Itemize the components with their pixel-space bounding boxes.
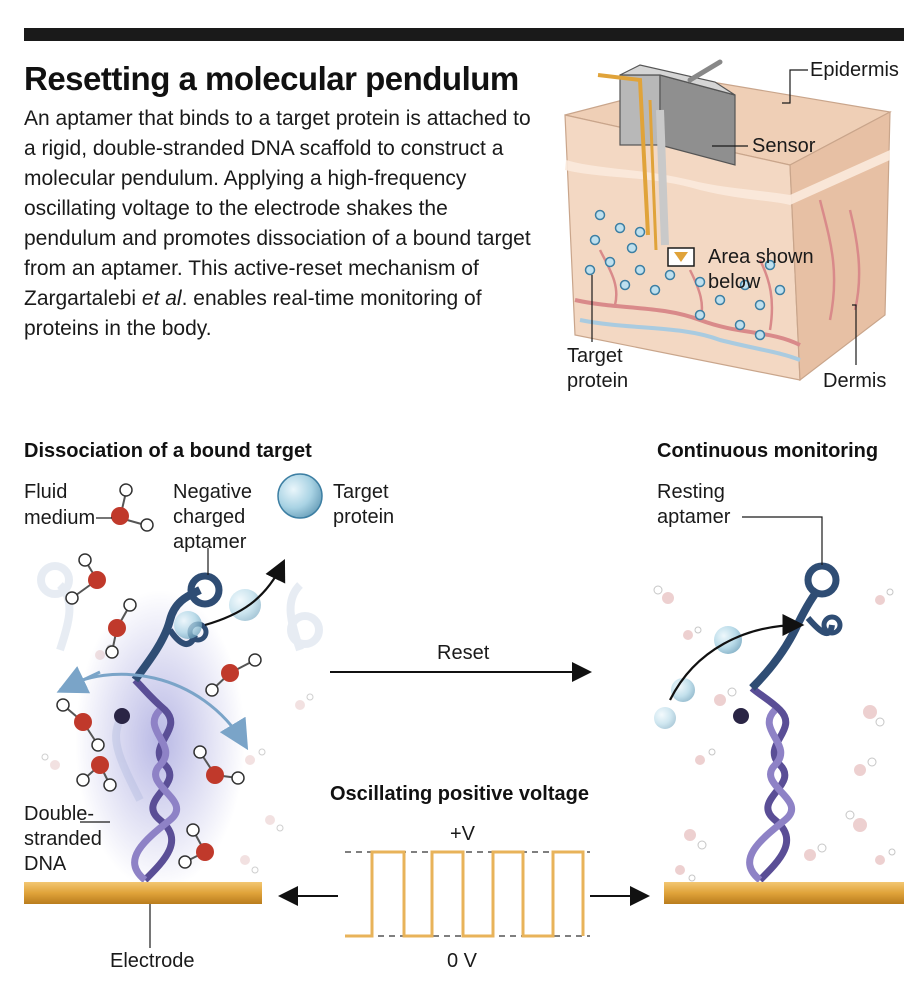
approaching-protein-1 xyxy=(654,707,676,729)
target-label-1: Target xyxy=(333,481,389,503)
dna-label-1: Double- xyxy=(24,803,95,825)
sensor-label: Sensor xyxy=(752,135,816,157)
fluid-label-1: Fluid xyxy=(24,481,68,503)
electrode-label: Electrode xyxy=(110,950,195,972)
epidermis-label: Epidermis xyxy=(810,59,899,81)
left-scene xyxy=(24,473,323,948)
dna-helix-right xyxy=(746,685,796,883)
epidermis-leader xyxy=(782,69,808,104)
released-protein xyxy=(229,589,261,621)
top-rule xyxy=(24,28,904,41)
approaching-protein-2 xyxy=(671,678,695,702)
release-arrow xyxy=(204,559,286,627)
dna-label-3: DNA xyxy=(24,853,67,875)
intro-text-end: . enables real-time monitoring of protei… xyxy=(24,287,482,340)
rebinding-arrow xyxy=(669,614,805,701)
skin-right-face xyxy=(789,110,891,382)
left-electrode xyxy=(24,882,262,904)
plus-v-label: +V xyxy=(450,823,476,845)
aptamer-label-1: Negative xyxy=(173,481,252,503)
capillaries-right xyxy=(818,199,861,321)
swing-arrow-left xyxy=(56,666,101,694)
right-electrode xyxy=(664,882,904,904)
intro-text-main: An aptamer that binds to a target protei… xyxy=(24,107,531,310)
resting-aptamer-strand xyxy=(749,562,843,691)
target-protein-label-1: Target xyxy=(567,345,623,367)
anchor-group xyxy=(114,708,130,724)
dissociation-heading: Dissociation of a bound target xyxy=(24,440,312,462)
aptamer-label-3: aptamer xyxy=(173,531,247,553)
lymph-vessel xyxy=(579,318,801,362)
monitoring-heading: Continuous monitoring xyxy=(657,440,879,462)
tissue-proteins xyxy=(584,209,786,341)
skin-block xyxy=(564,59,892,382)
dermis-leader xyxy=(852,304,857,365)
resting-label-2: aptamer xyxy=(657,506,731,528)
sensor-device xyxy=(597,59,736,251)
right-scene xyxy=(653,516,904,904)
resting-label-1: Resting xyxy=(657,481,725,503)
intro-italic: et al xyxy=(141,287,182,310)
zero-v-label: 0 V xyxy=(447,950,478,972)
epidermis-layer xyxy=(565,150,890,205)
dna-label-2: stranded xyxy=(24,828,102,850)
legend-protein-icon xyxy=(277,473,323,519)
resting-leader xyxy=(742,516,823,565)
fluid-label-2: medium xyxy=(24,507,96,529)
voltage-heading: Oscillating positive voltage xyxy=(330,783,589,805)
area-shown-label-2: below xyxy=(708,271,761,293)
figure-title: Resetting a molecular pendulum xyxy=(24,60,519,97)
bound-protein xyxy=(174,611,202,639)
anchor-group-right xyxy=(733,708,749,724)
approaching-protein-3 xyxy=(714,626,742,654)
target-protein-label-2: protein xyxy=(567,370,629,392)
aptamer-label-2: charged xyxy=(173,506,246,528)
reset-label: Reset xyxy=(437,642,490,664)
middle-section xyxy=(278,662,650,938)
intro-text: An aptamer that binds to a target protei… xyxy=(24,104,544,344)
dna-helix xyxy=(131,677,181,883)
area-marker-icon xyxy=(674,252,688,262)
square-wave xyxy=(345,850,585,938)
faded-water-right xyxy=(653,585,896,882)
area-shown-label-1: Area shown xyxy=(708,246,814,268)
target-label-2: protein xyxy=(333,506,395,528)
dermis-label: Dermis xyxy=(823,370,887,392)
water-molecules xyxy=(56,483,262,869)
